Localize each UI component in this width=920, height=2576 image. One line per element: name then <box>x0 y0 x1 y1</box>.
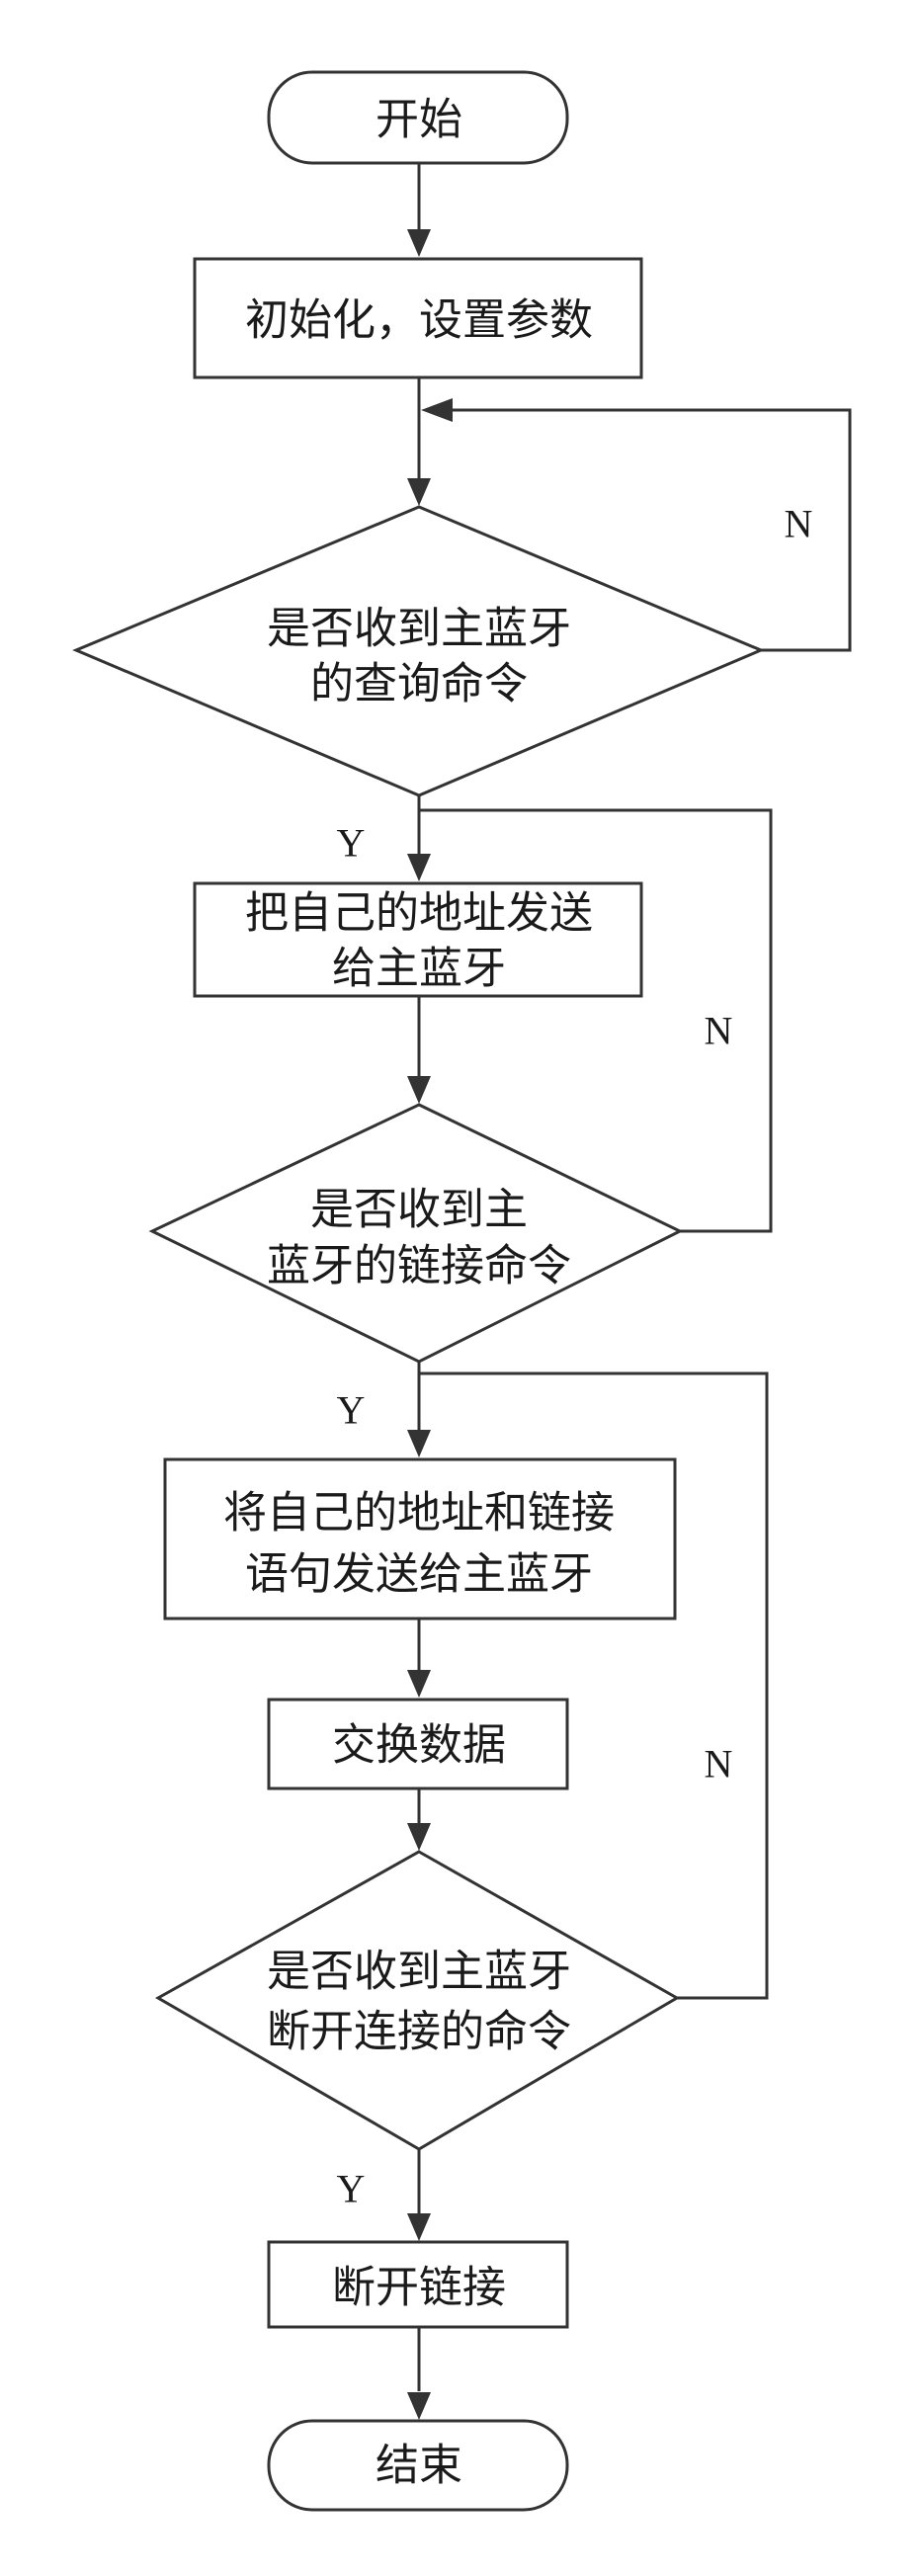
end-label: 结束 <box>376 2441 462 2491</box>
send-address-line1: 把自己的地址发送 <box>245 888 593 939</box>
start-label: 开始 <box>376 95 462 145</box>
arrowhead-disconnect <box>407 2213 431 2241</box>
decision-disconnect-line2: 断开连接的命令 <box>267 2007 571 2057</box>
end-terminal <box>267 2419 569 2512</box>
decision-disconnect-line1: 是否收到主蓝牙 <box>267 1947 571 1997</box>
decision-link-line2: 蓝牙的链接命令 <box>267 1241 571 1291</box>
decision-query-line2: 的查询命令 <box>310 659 528 709</box>
decision-query <box>72 505 765 797</box>
arrowheads <box>407 229 453 2420</box>
no-label-disconnect: N <box>705 1742 733 1787</box>
decision-query-line1: 是否收到主蓝牙 <box>267 604 571 654</box>
arrowhead-init <box>407 229 431 257</box>
arrowhead-loop-decision1 <box>421 398 453 422</box>
send-address-link-line2: 语句发送给主蓝牙 <box>245 1549 593 1600</box>
arrowhead-exchange <box>407 1670 431 1698</box>
arrowhead-decision1 <box>407 478 431 506</box>
decision-disconnect <box>154 1850 681 2151</box>
decision-link-line1: 是否收到主 <box>310 1185 528 1235</box>
init-label: 初始化，设置参数 <box>245 295 593 346</box>
send-address-link-box <box>163 1457 677 1620</box>
exchange-label: 交换数据 <box>332 1720 506 1771</box>
send-address-box <box>193 881 643 998</box>
connectors <box>417 163 852 2391</box>
loop-no-decision2 <box>419 808 773 1233</box>
no-label-link: N <box>705 1009 733 1053</box>
arrowhead-sendlink <box>407 1430 431 1457</box>
loop-no-decision3 <box>419 1371 769 2000</box>
loop-no-decision1 <box>443 408 852 652</box>
decision-link <box>148 1103 684 1364</box>
yes-label-disconnect: Y <box>337 2167 366 2211</box>
arrowhead-decision2 <box>407 1076 431 1104</box>
disconnect-label: 断开链接 <box>332 2263 506 2313</box>
yes-label-link: Y <box>337 1388 366 1433</box>
init-box <box>193 257 643 379</box>
yes-label-query: Y <box>337 821 366 866</box>
send-address-line2: 给主蓝牙 <box>332 944 506 994</box>
exchange-box <box>267 1698 569 1790</box>
no-label-query: N <box>785 502 813 546</box>
send-address-link-line1: 将自己的地址和链接 <box>223 1488 615 1538</box>
arrowhead-send <box>407 854 431 881</box>
start-terminal <box>267 70 569 165</box>
arrowhead-end <box>407 2392 431 2420</box>
disconnect-box <box>267 2240 569 2329</box>
arrowhead-decision3 <box>407 1823 431 1851</box>
